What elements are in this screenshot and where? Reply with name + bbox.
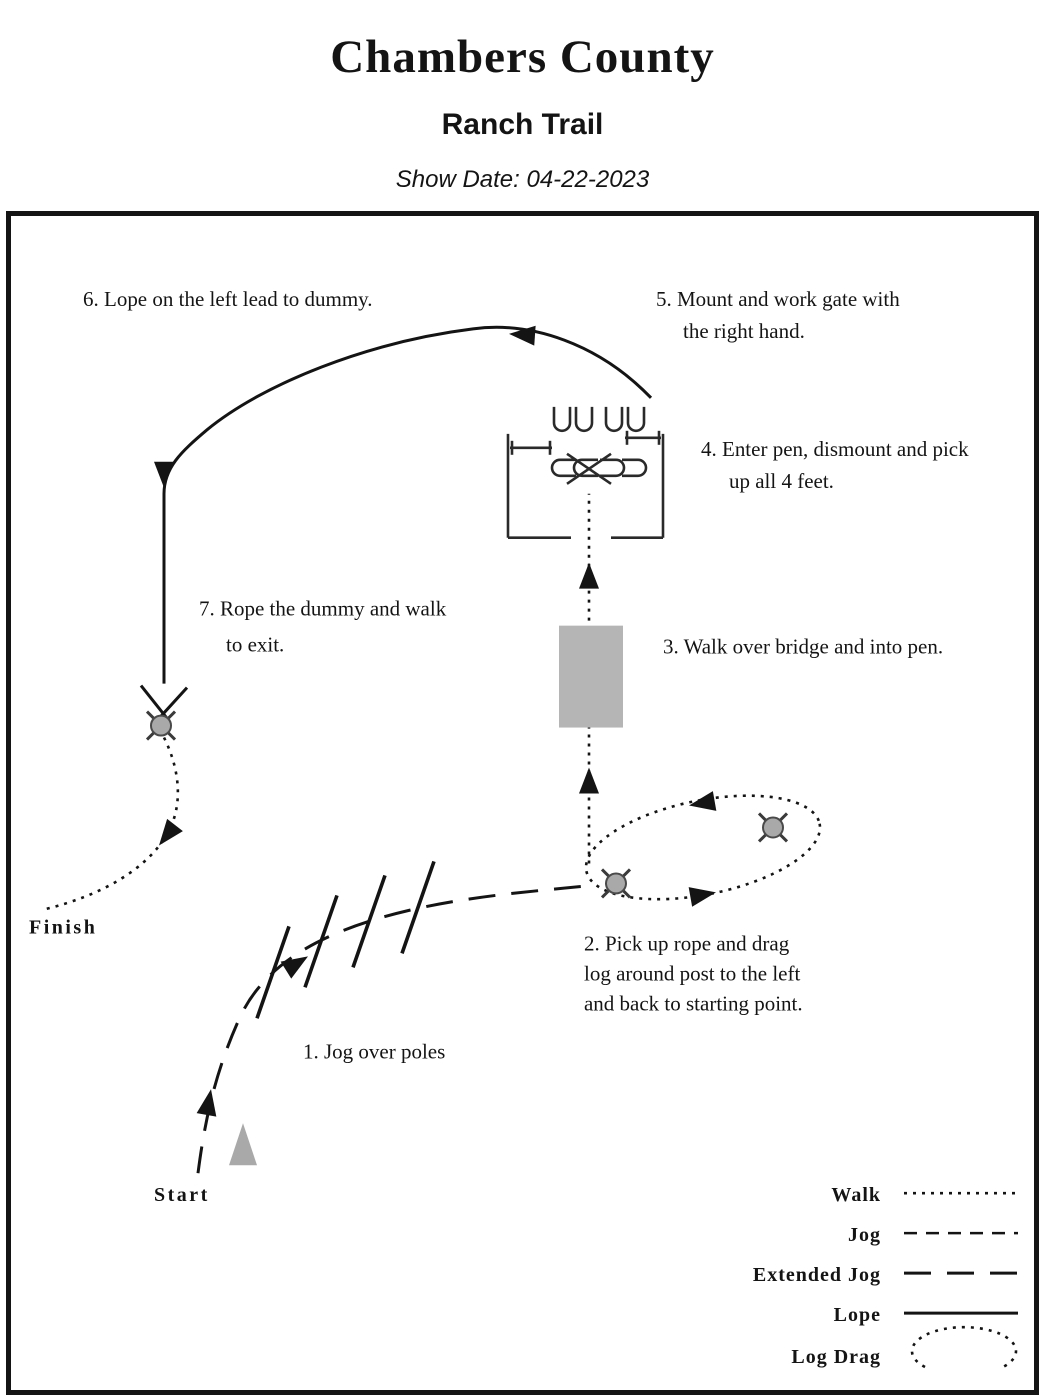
lope-path-to-dummy	[162, 325, 653, 684]
arrow-logdrag-bottom	[688, 882, 718, 907]
pole-4	[400, 860, 436, 954]
pen-enclosure	[506, 405, 665, 540]
obstacle-7-label-line2: to exit.	[226, 633, 284, 657]
obstacle-6-label: 6. Lope on the left lead to dummy.	[83, 287, 373, 311]
roping-dummy-marker	[145, 710, 177, 741]
legend-log-drag-label: Log Drag	[791, 1346, 881, 1368]
arrow-jog-from-start	[196, 1087, 221, 1117]
obstacle-4-label-line2: up all 4 feet.	[729, 469, 834, 493]
obstacle-2-label-line1: 2. Pick up rope and drag	[584, 931, 790, 955]
pole-1	[255, 925, 291, 1019]
pen-panel-icon	[574, 405, 594, 433]
obstacle-1-label: 1. Jog over poles	[303, 1039, 445, 1063]
bridge-obstacle	[559, 625, 623, 728]
show-date: Show Date: 04-22-2023	[395, 166, 650, 193]
start-label: Start	[154, 1184, 210, 1206]
legend-log-drag-symbol	[910, 1325, 1018, 1369]
arrow-walk-into-pen	[579, 562, 599, 589]
course-pattern-frame: 1. Jog over poles 2. Pick up rope and dr…	[6, 211, 1039, 1395]
pen-panel-icon	[550, 458, 578, 478]
obstacle-7-label-line1: 7. Rope the dummy and walk	[199, 597, 447, 621]
arrow-lope-down	[154, 461, 174, 488]
gait-legend: Walk Jog Extended Jog Lope Log Drag	[753, 1184, 1018, 1369]
legend-lope-label: Lope	[834, 1304, 881, 1326]
jog-path-over-poles	[196, 884, 582, 1174]
log-drag-post-left	[600, 868, 632, 899]
pen-panel-icon	[598, 458, 626, 478]
course-diagram: 1. Jog over poles 2. Pick up rope and dr…	[29, 287, 1018, 1369]
page-header: Chambers County Ranch Trail Show Date: 0…	[0, 0, 1045, 194]
legend-extended-jog-label: Extended Jog	[753, 1264, 881, 1286]
legend-jog-label: Jog	[848, 1224, 881, 1246]
arrow-walk-below-bridge	[579, 767, 599, 794]
obstacle-4-label-line1: 4. Enter pen, dismount and pick	[701, 437, 969, 461]
pen-panel-icon	[620, 458, 648, 478]
class-title: Ranch Trail	[441, 108, 604, 141]
gate-cross-bar2	[566, 452, 612, 485]
walk-path-to-finish	[43, 736, 180, 911]
pen-panel-icon	[604, 405, 624, 433]
obstacle-2-label-line3: and back to starting point.	[584, 991, 803, 1015]
finish-label: Finish	[29, 916, 97, 938]
pole-3	[351, 874, 387, 968]
pole-2	[303, 894, 339, 988]
log-drag-post-right	[757, 812, 789, 843]
arrow-walk-to-finish	[151, 818, 183, 852]
arrow-logdrag-top	[687, 791, 717, 816]
obstacle-5-label-line2: the right hand.	[683, 319, 805, 343]
trot-poles	[255, 860, 436, 1019]
pen-panel-icon	[552, 405, 572, 433]
obstacle-3-label: 3. Walk over bridge and into pen.	[663, 635, 943, 659]
obstacle-2-label-line2: log around post to the left	[584, 961, 800, 985]
start-cone-icon	[229, 1123, 257, 1166]
pen-panel-icon	[626, 405, 646, 433]
legend-walk-label: Walk	[831, 1184, 881, 1206]
obstacle-5-label-line1: 5. Mount and work gate with	[656, 287, 900, 311]
show-title: Chambers County	[330, 31, 715, 83]
